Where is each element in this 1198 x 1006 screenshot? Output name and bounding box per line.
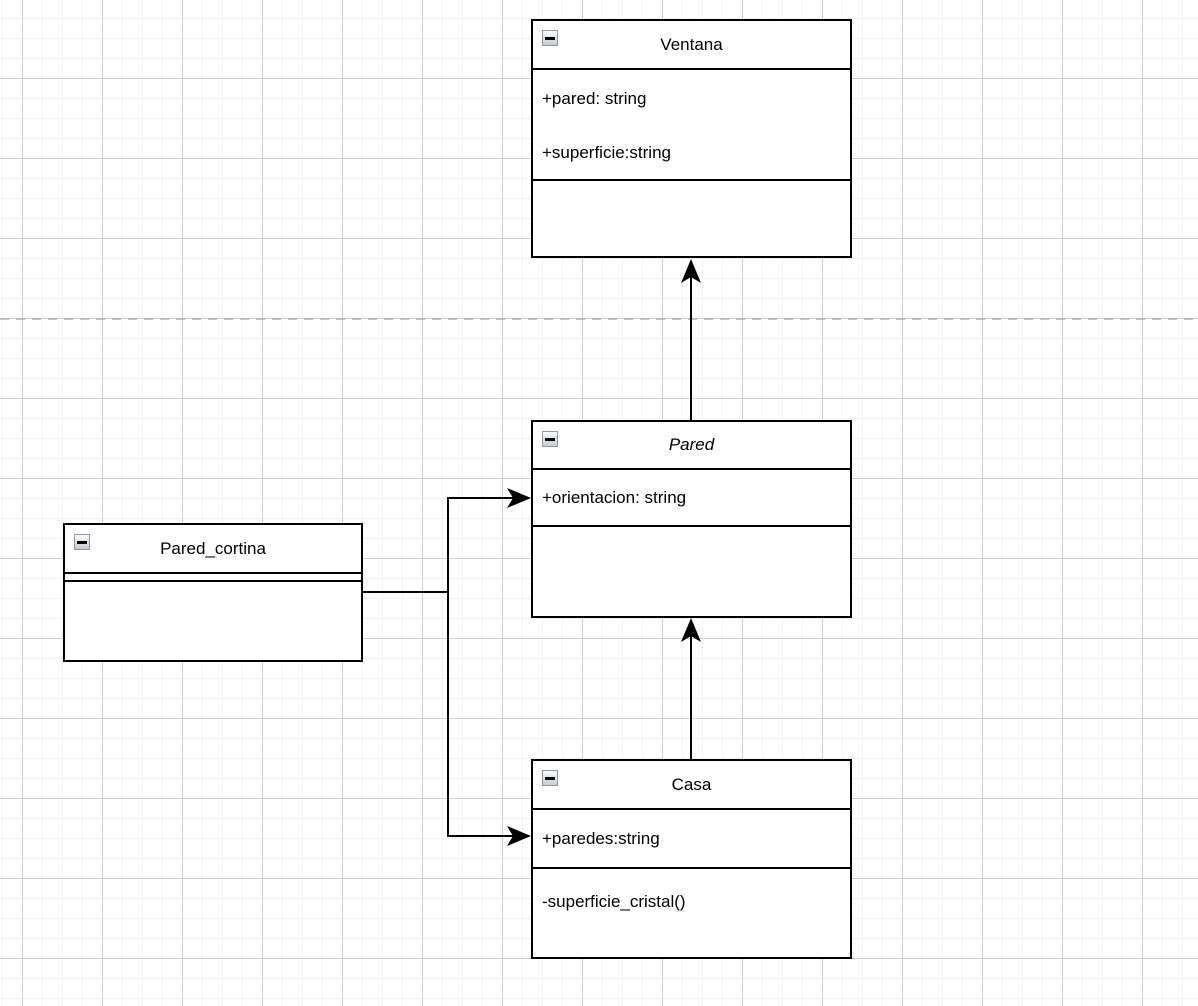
class-casa[interactable]: Casa +paredes:string -superficie_cristal… <box>531 759 852 959</box>
class-casa-attributes-section: +paredes:string <box>533 810 850 869</box>
class-method[interactable]: -superficie_cristal() <box>542 892 686 911</box>
class-pared[interactable]: Pared +orientacion: string <box>531 420 852 618</box>
class-ventana-attributes-section: +pared: string +superficie:string <box>533 70 850 181</box>
class-pared-cortina-attributes-section <box>65 574 361 582</box>
class-pared-methods-section <box>533 527 850 616</box>
class-pared-cortina-title: Pared_cortina <box>160 538 266 558</box>
minus-glyph <box>77 540 87 544</box>
class-casa-title: Casa <box>671 774 712 794</box>
minus-glyph <box>545 437 555 441</box>
class-pared-cortina[interactable]: Pared_cortina <box>63 523 363 662</box>
class-attribute[interactable]: +pared: string <box>542 89 647 108</box>
edge-paredcortina-to-casa[interactable] <box>447 592 531 846</box>
class-pared-attributes-section: +orientacion: string <box>533 470 850 527</box>
class-pared-title: Pared <box>668 435 715 454</box>
minus-glyph <box>545 36 555 40</box>
class-attribute[interactable]: +orientacion: string <box>542 487 687 507</box>
collapse-minus-icon[interactable] <box>542 431 558 447</box>
collapse-minus-icon[interactable] <box>542 30 558 46</box>
class-attribute[interactable]: +superficie:string <box>542 143 671 162</box>
edge-paredcortina-to-pared[interactable] <box>363 488 531 593</box>
class-pared-title-row: Pared <box>533 422 850 470</box>
class-pared-cortina-methods-section <box>65 582 361 660</box>
class-pared-cortina-title-row: Pared_cortina <box>65 525 361 574</box>
class-attribute[interactable]: +paredes:string <box>542 828 660 848</box>
class-ventana-methods-section <box>533 181 850 256</box>
class-ventana-title: Ventana <box>660 34 723 54</box>
class-casa-title-row: Casa <box>533 761 850 810</box>
class-ventana[interactable]: Ventana +pared: string +superficie:strin… <box>531 19 852 258</box>
class-casa-methods-section: -superficie_cristal() <box>533 869 850 957</box>
class-ventana-title-row: Ventana <box>533 21 850 70</box>
collapse-minus-icon[interactable] <box>542 770 558 786</box>
collapse-minus-icon[interactable] <box>74 534 90 550</box>
minus-glyph <box>545 776 555 780</box>
